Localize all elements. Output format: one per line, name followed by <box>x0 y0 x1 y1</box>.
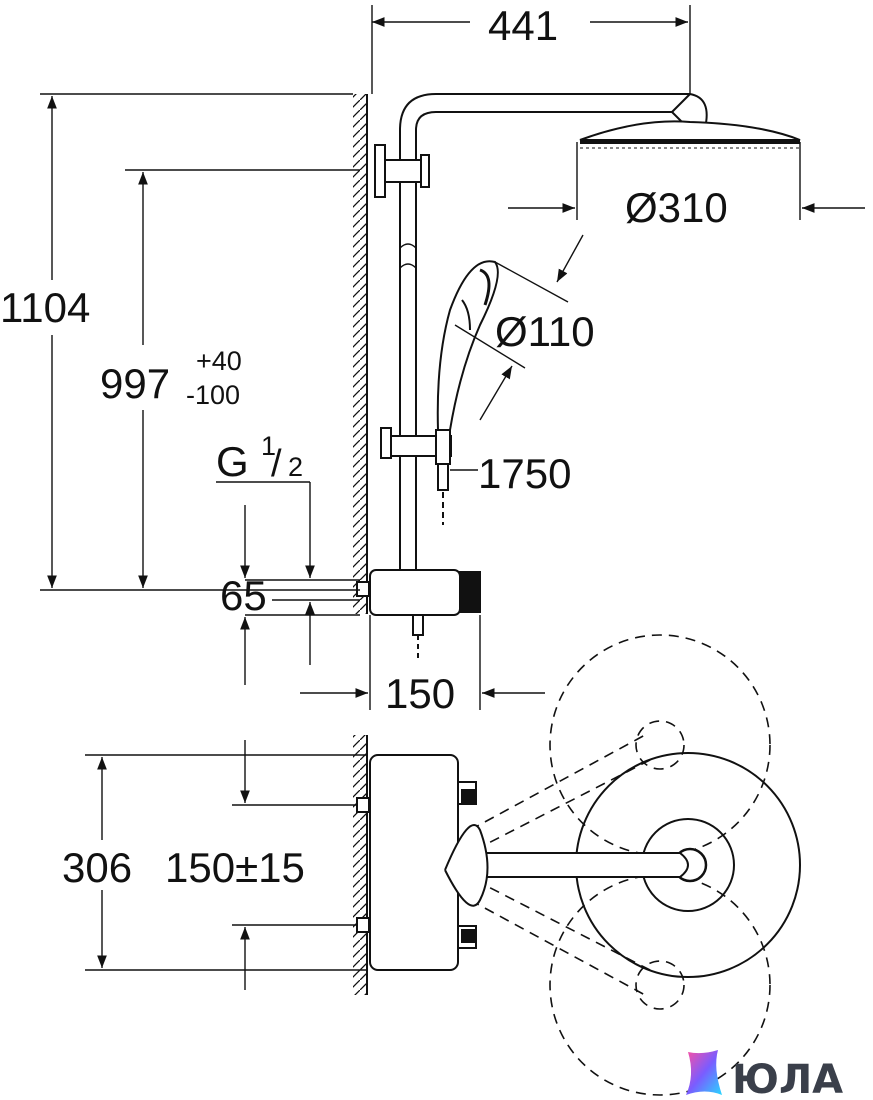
dimension-310 <box>508 142 865 220</box>
label-thread-slash: / <box>271 443 282 485</box>
dimension-1104 <box>40 93 360 591</box>
wall-bracket <box>374 144 430 198</box>
label-997-plus: +40 <box>196 346 242 376</box>
brand-name: ЮЛА <box>732 1057 843 1100</box>
label-310: Ø310 <box>625 184 728 231</box>
dimension-65 <box>240 505 360 685</box>
label-150: 150 <box>385 670 455 717</box>
hose-connection <box>437 463 449 525</box>
label-1104: 1104 <box>0 284 90 331</box>
elevation-view <box>40 5 865 710</box>
label-110: Ø110 <box>495 308 595 355</box>
wall <box>353 94 368 614</box>
label-306: 306 <box>62 844 132 891</box>
thermostat-body <box>356 569 481 660</box>
brand-logo: ЮЛА <box>686 1050 843 1100</box>
plan-view <box>85 634 801 1096</box>
plan-wall <box>353 735 368 995</box>
brand-logo-icon <box>686 1050 722 1095</box>
hand-shower <box>436 260 499 431</box>
label-thread-den: 2 <box>288 452 303 482</box>
plan-thermostat <box>356 754 489 971</box>
dimension-306 <box>85 754 368 971</box>
label-997: 997 <box>100 360 170 407</box>
label-thread-num: 1 <box>261 431 276 461</box>
label-441: 441 <box>488 2 558 49</box>
riser-pipe <box>399 93 690 575</box>
label-1750: 1750 <box>478 450 571 497</box>
dimension-997 <box>125 169 360 588</box>
label-thread-g: G <box>216 438 249 485</box>
label-997-minus: -100 <box>186 380 240 410</box>
dimension-150-15 <box>232 740 357 990</box>
label-65: 65 <box>220 572 267 619</box>
dimension-110 <box>454 234 584 421</box>
dimension-441 <box>371 5 691 94</box>
head-shower <box>579 92 801 149</box>
thread-leader <box>216 481 315 578</box>
dimension-150 <box>300 615 545 710</box>
label-150-15: 150±15 <box>165 844 305 891</box>
